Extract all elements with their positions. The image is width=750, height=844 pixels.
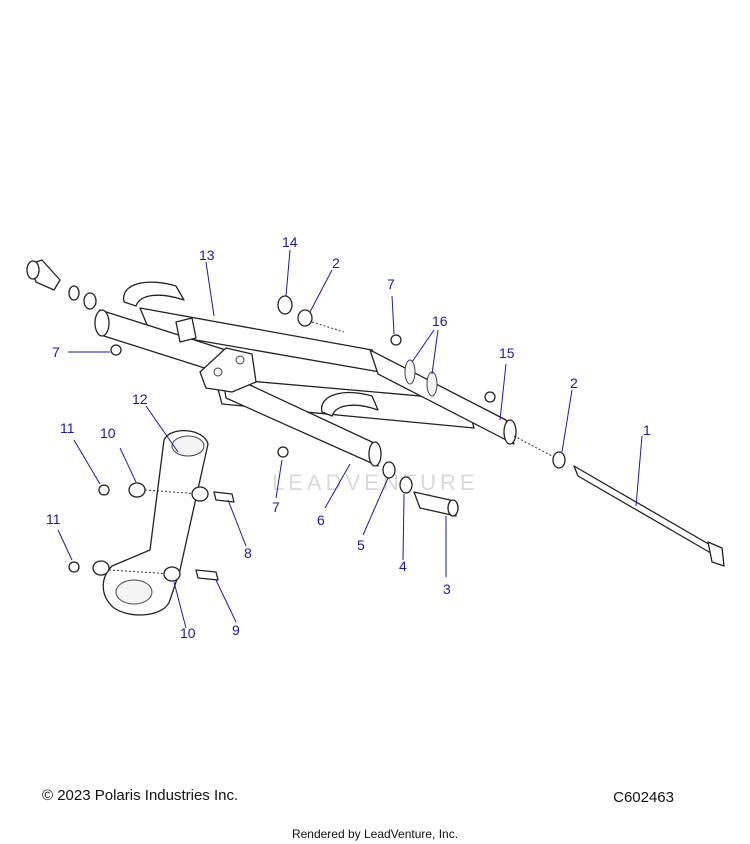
callouts: 1 2 2 3 4 5 6 7 7 7 8 9 10 10 11 11 12 1… [46, 234, 651, 641]
callout-11-top: 11 [60, 420, 75, 436]
callout-13: 13 [199, 247, 215, 263]
callout-5: 5 [357, 537, 365, 553]
long-bolt [573, 465, 725, 567]
figure-code: C602463 [613, 789, 674, 806]
callout-11-bottom: 11 [46, 511, 61, 527]
callout-10-top: 10 [100, 425, 116, 441]
callout-12: 12 [132, 391, 148, 407]
top-bushing [277, 295, 345, 333]
callout-4: 4 [399, 558, 407, 574]
callout-16: 16 [432, 313, 448, 329]
render-credit: Rendered by LeadVenture, Inc. [291, 827, 459, 841]
callout-1: 1 [643, 422, 651, 438]
grease-fittings [110, 334, 496, 458]
swing-arm-frame [94, 281, 517, 467]
callout-8: 8 [244, 545, 252, 561]
callout-2-right: 2 [570, 375, 578, 391]
callout-14: 14 [282, 234, 298, 250]
callout-15: 15 [499, 345, 515, 361]
watermark: LEADVENTURE [272, 470, 479, 495]
callout-2-top: 2 [332, 255, 340, 271]
link-arm-fasteners [68, 482, 235, 582]
callout-7-top: 7 [387, 276, 395, 292]
copyright-notice: © 2023 Polaris Industries Inc. [42, 787, 239, 804]
link-arm [102, 429, 209, 616]
parts-diagram: LEADVENTURE [26, 234, 725, 641]
callout-10-bottom: 10 [180, 625, 196, 641]
callout-6: 6 [317, 512, 325, 528]
right-fasteners [382, 435, 566, 517]
leader-lines [57, 249, 643, 629]
callout-7-mid: 7 [272, 499, 280, 515]
callout-9: 9 [232, 622, 240, 638]
callout-7-left: 7 [52, 344, 60, 360]
callout-3: 3 [443, 581, 451, 597]
upper-left-bolt [26, 259, 97, 310]
